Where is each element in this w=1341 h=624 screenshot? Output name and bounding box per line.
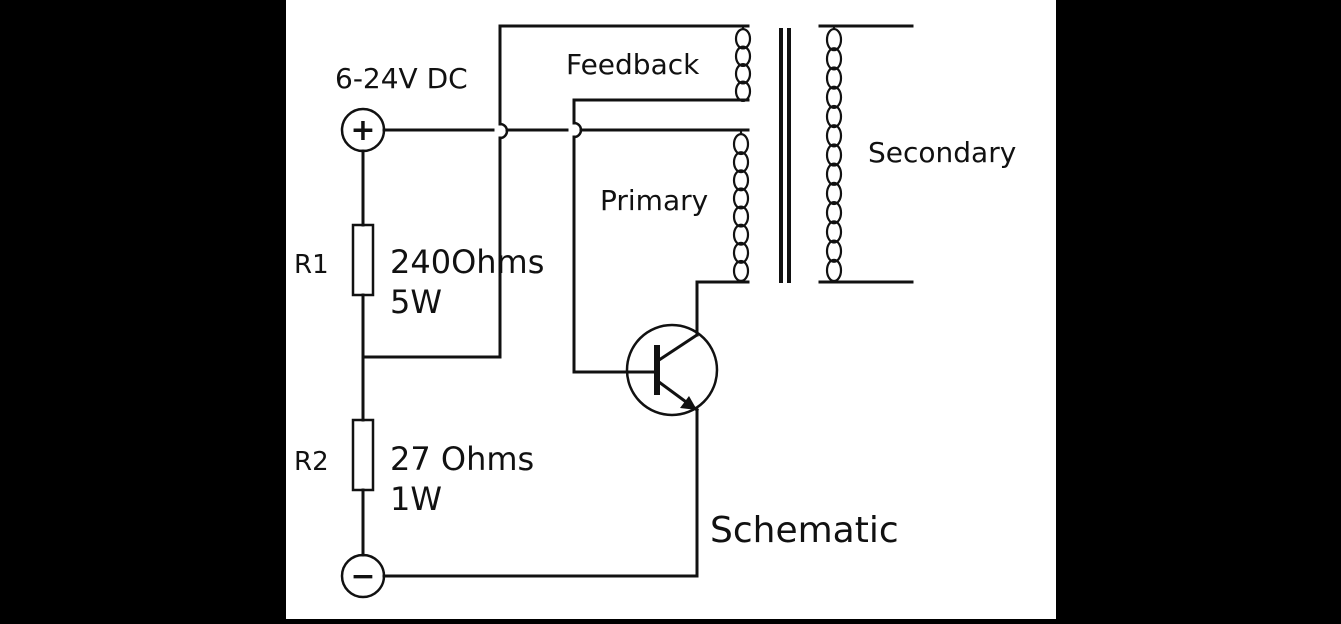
secondary-coil-loop: [825, 143, 843, 167]
npn-transistor: [625, 323, 719, 417]
secondary-coil-loop: [825, 47, 843, 71]
feedback-coil-loop: [734, 45, 752, 67]
primary-coil-loop: [732, 241, 750, 264]
secondary-coil-loop: [825, 201, 843, 225]
supply-voltage-label: 6-24V DC: [335, 62, 468, 95]
primary-coil: [732, 131, 750, 283]
wire-emitter-to-minus: [382, 408, 699, 578]
negative-symbol: −: [350, 559, 375, 594]
primary-coil-loop: [732, 223, 750, 246]
wire-crossover-hop-2: [573, 121, 583, 139]
feedback-coil: [734, 26, 752, 102]
secondary-coil-loop: [825, 104, 843, 129]
wire-feedback-bottom: [572, 98, 750, 125]
r1-ref-label: R1: [294, 250, 329, 280]
secondary-coil-loop: [825, 162, 843, 186]
wire-primary-to-collector: [695, 280, 750, 337]
r1-value-label: 240Ohms: [390, 243, 544, 281]
secondary-coil-loop: [825, 85, 843, 109]
secondary-coil-loop: [825, 220, 843, 244]
primary-coil-loop: [732, 205, 750, 228]
transistor-emitter-arrow: [680, 396, 697, 410]
r2-power-label: 1W: [390, 480, 442, 518]
secondary-coil-loop: [825, 239, 843, 263]
r2-ref-label: R2: [294, 447, 329, 477]
secondary-label: Secondary: [868, 136, 1016, 169]
transistor-body: [625, 323, 719, 417]
primary-coil-loop: [732, 169, 750, 192]
transistor-collector-lead: [656, 332, 700, 363]
wire-to-base: [572, 135, 642, 374]
primary-coil-loop: [732, 259, 750, 283]
primary-coil-loop: [732, 187, 750, 210]
wire-divider-tap: [361, 136, 502, 359]
wire-to-feedback-top: [498, 24, 750, 126]
secondary-coil-loop: [825, 66, 843, 90]
r2-value-label: 27 Ohms: [390, 440, 534, 478]
secondary-coil-loop: [825, 181, 843, 206]
diagram-panel: [286, 0, 1056, 619]
primary-label: Primary: [600, 184, 708, 217]
r1-power-label: 5W: [390, 283, 442, 321]
primary-coil-loop: [732, 151, 750, 174]
positive-symbol: +: [350, 113, 375, 148]
feedback-coil-loop: [734, 80, 752, 102]
schematic-caption: Schematic: [710, 510, 899, 551]
negative-terminal: −: [340, 553, 386, 599]
secondary-coil-loop: [825, 124, 843, 148]
feedback-coil-loop: [734, 63, 752, 85]
feedback-label: Feedback: [566, 48, 700, 81]
